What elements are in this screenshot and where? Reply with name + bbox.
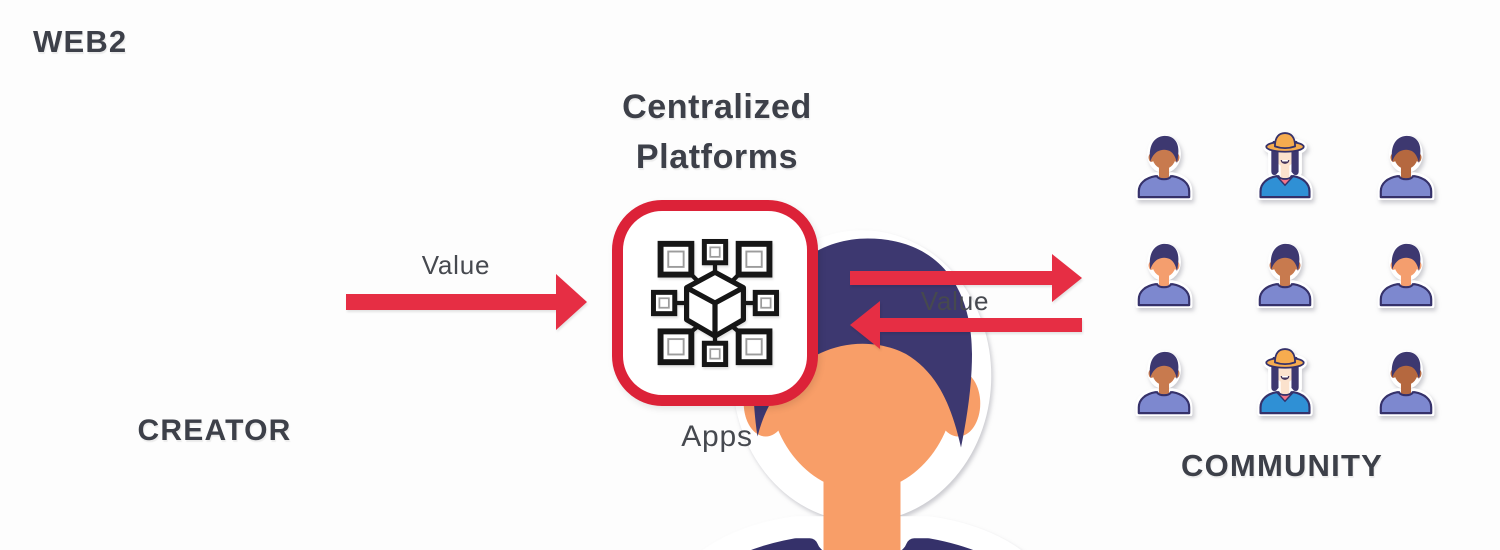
community-member-woman-light: [1249, 126, 1321, 202]
man-avatar-icon: [1128, 126, 1200, 202]
woman-hat-avatar-icon: [1249, 126, 1321, 202]
arrow-community-to-platforms-icon: [850, 301, 1082, 349]
man-avatar-icon: [1370, 342, 1442, 418]
community-member-man-dark: [1370, 126, 1442, 202]
man-avatar-icon: [1128, 234, 1200, 310]
community-grid: [1128, 126, 1442, 418]
man-avatar-icon: [1249, 234, 1321, 310]
man-avatar-icon: [1128, 342, 1200, 418]
network-cube-icon: [650, 238, 780, 368]
creator-label: CREATOR: [137, 414, 292, 447]
web2-label: WEB2: [33, 24, 128, 59]
community-member-man-brown: [1249, 234, 1321, 310]
platform-title: Centralized Platforms: [566, 82, 868, 182]
community-member-man-brown: [1128, 126, 1200, 202]
community-member-man-dark: [1370, 342, 1442, 418]
community-member-woman-light: [1249, 342, 1321, 418]
value-label-platforms-community: Value: [920, 286, 990, 316]
centralized-platform-box: [612, 200, 818, 406]
arrow-platforms-to-community-icon: [850, 254, 1082, 302]
community-member-man-orange: [1128, 234, 1200, 310]
platform-title-line1: Centralized: [622, 88, 812, 126]
apps-label: Apps: [681, 420, 753, 453]
arrow-creator-to-platforms-icon: [346, 274, 587, 330]
community-member-man-brown: [1128, 342, 1200, 418]
community-member-man-orange: [1370, 234, 1442, 310]
value-label-creator-to-platforms: Value: [421, 250, 491, 280]
woman-hat-avatar-icon: [1249, 342, 1321, 418]
community-label: COMMUNITY: [1181, 448, 1383, 483]
man-avatar-icon: [1370, 234, 1442, 310]
platform-title-line2: Platforms: [635, 138, 799, 176]
man-avatar-icon: [1370, 126, 1442, 202]
